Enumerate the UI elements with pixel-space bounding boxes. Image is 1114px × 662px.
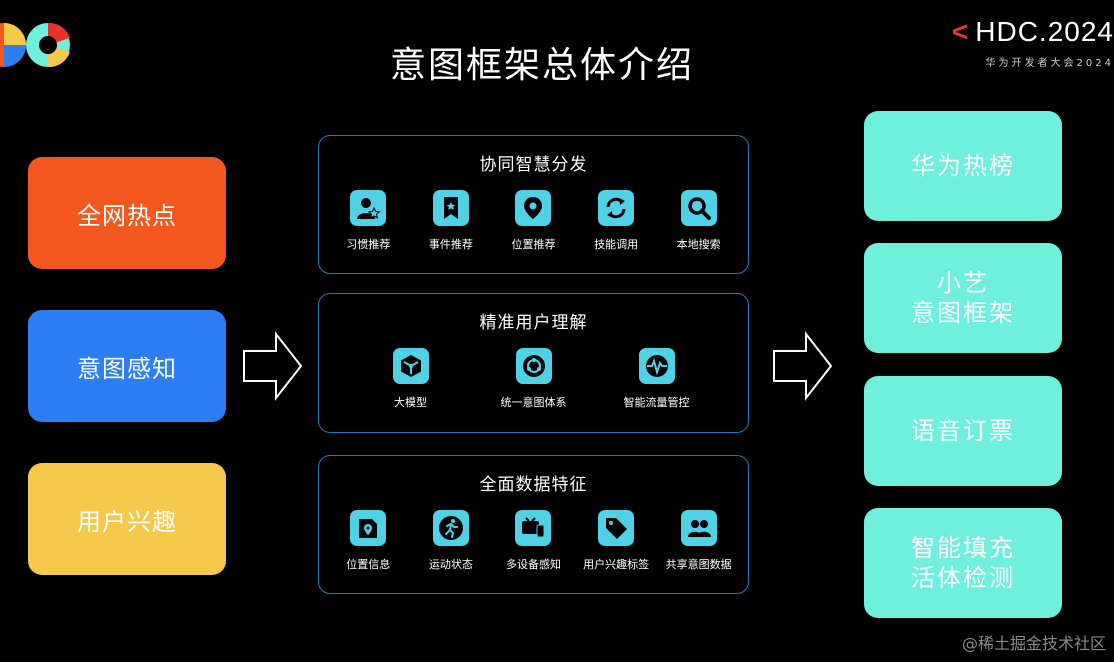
source-box-intent-perception: 意图感知: [28, 310, 226, 422]
feature-item: 本地搜索: [658, 190, 740, 252]
flow-arrow-left: [243, 331, 303, 401]
panel-title: 协同智慧分发: [479, 155, 588, 175]
brand-title: HDC.2024: [975, 16, 1114, 47]
feature-item: 习惯推荐: [327, 190, 409, 252]
target-label: 智能填充: [911, 534, 1015, 562]
target-box-voice-ticketing: 语音订票: [864, 376, 1062, 486]
target-label: 小艺: [937, 269, 989, 297]
feature-label: 技能调用: [594, 238, 639, 251]
users-icon: [680, 510, 717, 546]
brand-block: <HDC.2024 华为开发者大会2024: [952, 16, 1114, 69]
feature-label: 用户兴趣标签: [583, 558, 650, 571]
brand-name: <HDC.2024: [952, 16, 1114, 48]
refresh-icon: [598, 190, 635, 226]
panel-title: 全面数据特征: [479, 475, 588, 495]
panel-title: 精准用户理解: [479, 313, 588, 333]
user-star-icon: [350, 190, 387, 226]
panel-collaborative-distribution: 协同智慧分发 习惯推荐 事件推荐 位置推荐 技能调用 本地搜索: [318, 135, 749, 274]
watermark: @稀土掘金技术社区: [961, 634, 1106, 653]
flow-arrow-right: [773, 331, 833, 401]
feature-label: 多设备感知: [505, 558, 561, 571]
feature-label: 运动状态: [428, 558, 473, 571]
target-label: 活体检测: [911, 564, 1015, 592]
feature-label: 智能流量管控: [623, 396, 690, 409]
source-box-hot-topics: 全网热点: [28, 157, 226, 269]
feature-label: 位置推荐: [511, 238, 556, 251]
feature-label: 统一意图体系: [500, 396, 567, 409]
feature-item: 智能流量管控: [616, 348, 698, 410]
devices-icon: [515, 510, 552, 546]
target-label: 华为热榜: [911, 152, 1015, 180]
map-pin-icon: [350, 510, 387, 546]
cycle-icon: [515, 348, 552, 384]
location-pin-icon: [515, 190, 552, 226]
cube-icon: [392, 348, 429, 384]
running-icon: [432, 510, 469, 546]
panel-user-understanding: 精准用户理解 大模型 统一意图体系 智能流量管控: [318, 293, 749, 433]
feature-label: 位置信息: [346, 558, 391, 571]
feature-item: 大模型: [370, 348, 452, 410]
feature-item: 位置信息: [327, 510, 409, 572]
feature-label: 本地搜索: [676, 238, 721, 251]
feature-label: 习惯推荐: [346, 238, 391, 251]
target-box-xiaoyi-intent-framework: 小艺 意图框架: [864, 243, 1062, 353]
feature-item: 运动状态: [410, 510, 492, 572]
target-box-hot-list: 华为热榜: [864, 111, 1062, 221]
feature-item: 共享意图数据: [658, 510, 740, 572]
target-label: 语音订票: [911, 417, 1015, 445]
tag-icon: [598, 510, 635, 546]
bookmark-star-icon: [432, 190, 469, 226]
target-label: 意图框架: [911, 299, 1015, 327]
search-icon: [680, 190, 717, 226]
panel-data-features: 全面数据特征 位置信息 运动状态 多设备感知 用户兴趣标签 共享意图数据: [318, 455, 749, 594]
page-title: 意图框架总体介绍: [389, 45, 694, 86]
feature-label: 共享意图数据: [665, 558, 732, 571]
feature-item: 事件推荐: [410, 190, 492, 252]
event-logo: [0, 22, 70, 68]
brand-subtitle: 华为开发者大会2024: [985, 58, 1114, 69]
pulse-monitor-icon: [638, 348, 675, 384]
feature-label: 事件推荐: [428, 238, 473, 251]
feature-item: 位置推荐: [492, 190, 574, 252]
feature-item: 用户兴趣标签: [575, 510, 657, 572]
feature-item: 统一意图体系: [493, 348, 575, 410]
target-box-autofill-liveness: 智能填充 活体检测: [864, 508, 1062, 618]
source-box-user-interest: 用户兴趣: [28, 463, 226, 575]
feature-item: 技能调用: [575, 190, 657, 252]
brand-chevron: <: [951, 16, 970, 47]
feature-item: 多设备感知: [492, 510, 574, 572]
feature-label: 大模型: [394, 396, 427, 409]
